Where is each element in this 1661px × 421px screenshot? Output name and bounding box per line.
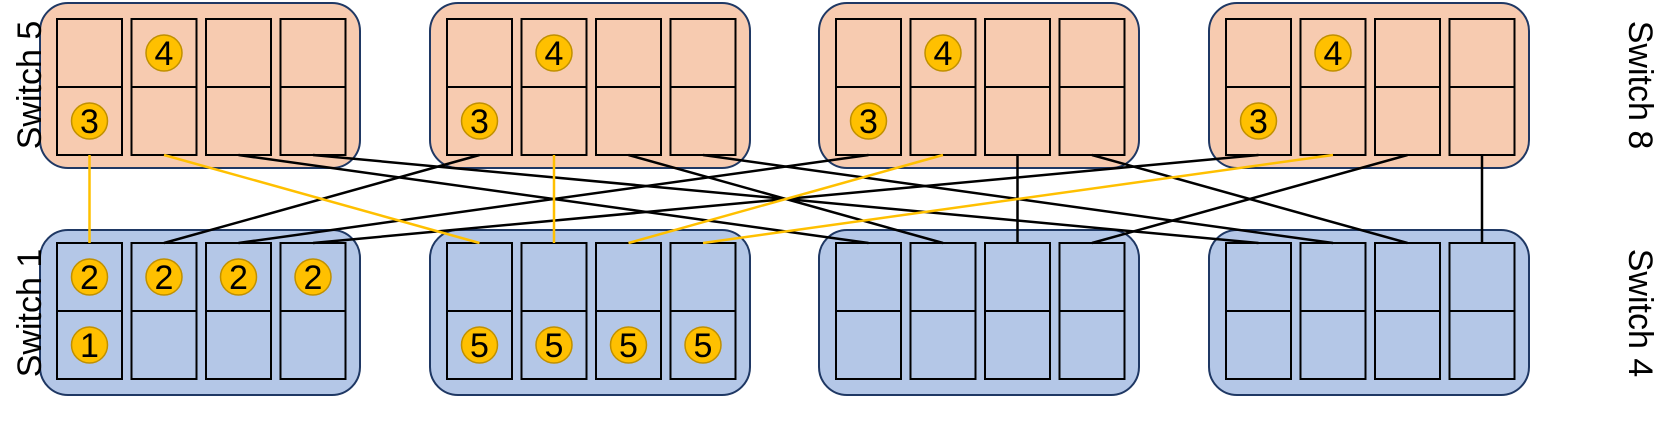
badge-number: 2 [80, 259, 99, 297]
badge-number: 4 [155, 35, 174, 73]
badge: 3 [1239, 102, 1278, 141]
badge-number: 3 [470, 103, 489, 141]
links [88, 153, 1484, 245]
badge-number: 5 [470, 327, 489, 365]
switch-box [818, 229, 1140, 396]
switch-top-4 [1208, 2, 1530, 169]
switch-bottom-3 [818, 229, 1140, 396]
badge-number: 5 [545, 327, 564, 365]
badge-circle [849, 102, 888, 140]
badge-number: 5 [694, 327, 713, 365]
badge-number: 1 [80, 327, 99, 365]
switch-top-3 [818, 2, 1140, 169]
switch-box [429, 2, 751, 169]
link-highlight [163, 153, 480, 245]
link [1091, 153, 1408, 245]
switch-boxes [39, 2, 1530, 396]
switch-box [1208, 229, 1530, 396]
badge: 3 [849, 102, 888, 141]
badge-circle [609, 326, 648, 364]
badge-number: 3 [80, 103, 99, 141]
label-switch-8: Switch 8 [1621, 21, 1659, 150]
switch-box [1208, 2, 1530, 169]
badge: 4 [535, 34, 573, 73]
switch-bottom-4 [1208, 229, 1530, 396]
badge-number: 5 [619, 327, 638, 365]
badge-number: 2 [304, 259, 323, 297]
badge-number: 4 [1324, 35, 1343, 73]
badge-circle [145, 34, 183, 72]
switch-top-1 [39, 2, 361, 169]
badge: 2 [294, 258, 332, 297]
badge-circle [1314, 34, 1352, 72]
switch-box [818, 2, 1140, 169]
badge-number: 3 [1249, 103, 1268, 141]
badge-circle [219, 258, 258, 296]
badge-circle [535, 34, 573, 72]
switch-box [429, 229, 751, 396]
badge: 1 [70, 326, 109, 365]
badge: 2 [145, 258, 183, 297]
badge-circle [70, 326, 109, 364]
badge: 5 [609, 326, 648, 365]
badge-number: 2 [155, 259, 174, 297]
badge: 4 [1314, 34, 1352, 73]
link-highlight [628, 153, 944, 245]
badge: 4 [145, 34, 183, 73]
badge-number: 4 [934, 35, 953, 73]
badge-number: 4 [545, 35, 564, 73]
badge: 4 [924, 34, 962, 73]
label-switch-4: Switch 4 [1621, 249, 1659, 378]
link-highlight [702, 153, 1334, 245]
switch-box [39, 2, 361, 169]
badge-circle [460, 326, 499, 364]
switch-box [39, 229, 361, 396]
badge-circle [535, 326, 573, 364]
badge: 2 [219, 258, 258, 297]
badge: 3 [70, 102, 109, 141]
switch-bottom-1 [39, 229, 361, 396]
badge-circle [684, 326, 722, 364]
badge-circle [924, 34, 962, 72]
badge-circle [294, 258, 332, 296]
label-switch-5: Switch 5 [11, 21, 49, 150]
badge-number: 3 [859, 103, 878, 141]
port-badges: 4 3 4 3 4 3 4 3 2 2 2 2 1 5 5 5 5 [70, 34, 1352, 365]
badge-circle [70, 258, 109, 296]
badge-number: 2 [229, 259, 248, 297]
badge-circle [145, 258, 183, 296]
label-switch-1: Switch 1 [11, 249, 49, 378]
badge-circle [70, 102, 109, 140]
badge: 5 [535, 326, 573, 365]
badge-circle [460, 102, 499, 140]
badge-circle [1239, 102, 1278, 140]
switch-top-2 [429, 2, 751, 169]
badge: 5 [684, 326, 722, 365]
switch-bottom-2 [429, 229, 751, 396]
badge: 2 [70, 258, 109, 297]
badge: 3 [460, 102, 499, 141]
badge: 5 [460, 326, 499, 365]
